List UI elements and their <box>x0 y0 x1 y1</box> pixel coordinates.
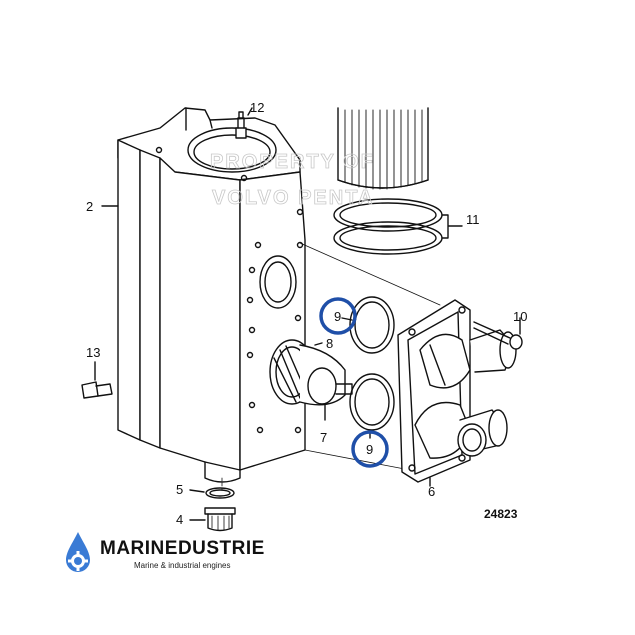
brand-tagline: Marine & industrial engines <box>134 561 231 570</box>
callout-12: 12 <box>250 100 264 115</box>
callout-10: 10 <box>513 309 527 324</box>
thermostat-cover-part-6 <box>397 299 517 483</box>
callout-6: 6 <box>428 484 435 499</box>
brand-name: MARINEDUSTRIE <box>100 538 265 559</box>
bolt-part-10 <box>473 317 523 350</box>
housing-part-2 <box>117 107 441 491</box>
brand-block: MARINEDUSTRIE Marine & industrial engine… <box>64 530 304 576</box>
thermostat-part-7 <box>269 339 353 421</box>
watermark-line-1: PROPERTY OF <box>210 151 375 173</box>
nipple-part-13 <box>81 361 113 399</box>
nipple-part-12 <box>235 107 253 139</box>
callout-9-upper: 9 <box>334 309 341 324</box>
highlight-circle-lower <box>351 430 389 468</box>
filter-cartridge <box>337 107 429 190</box>
callout-11: 11 <box>466 212 480 227</box>
o-ring-pair-part-11 <box>333 198 463 255</box>
callout-8: 8 <box>326 336 333 351</box>
highlight-circle-upper <box>319 297 357 335</box>
seal-part-5 <box>189 487 235 499</box>
leader-line-8 <box>314 342 323 346</box>
watermark: PROPERTY OF VOLVO PENTA <box>210 151 375 210</box>
o-ring-lower-part-9 <box>349 373 395 439</box>
callout-labels: 2 4 5 6 7 8 9 9 10 11 12 13 24823 <box>86 100 527 527</box>
callout-5: 5 <box>176 482 183 497</box>
o-ring-upper-part-9 <box>341 296 395 354</box>
watermark-line-2: VOLVO PENTA <box>212 187 374 209</box>
callout-9-lower: 9 <box>366 442 373 457</box>
callout-13: 13 <box>86 345 100 360</box>
callout-7: 7 <box>320 430 327 445</box>
callout-4: 4 <box>176 512 183 527</box>
plug-part-4 <box>189 507 236 532</box>
figure-number: 24823 <box>484 507 518 521</box>
water-drop-gear-icon <box>66 532 90 572</box>
callout-2: 2 <box>86 199 93 214</box>
